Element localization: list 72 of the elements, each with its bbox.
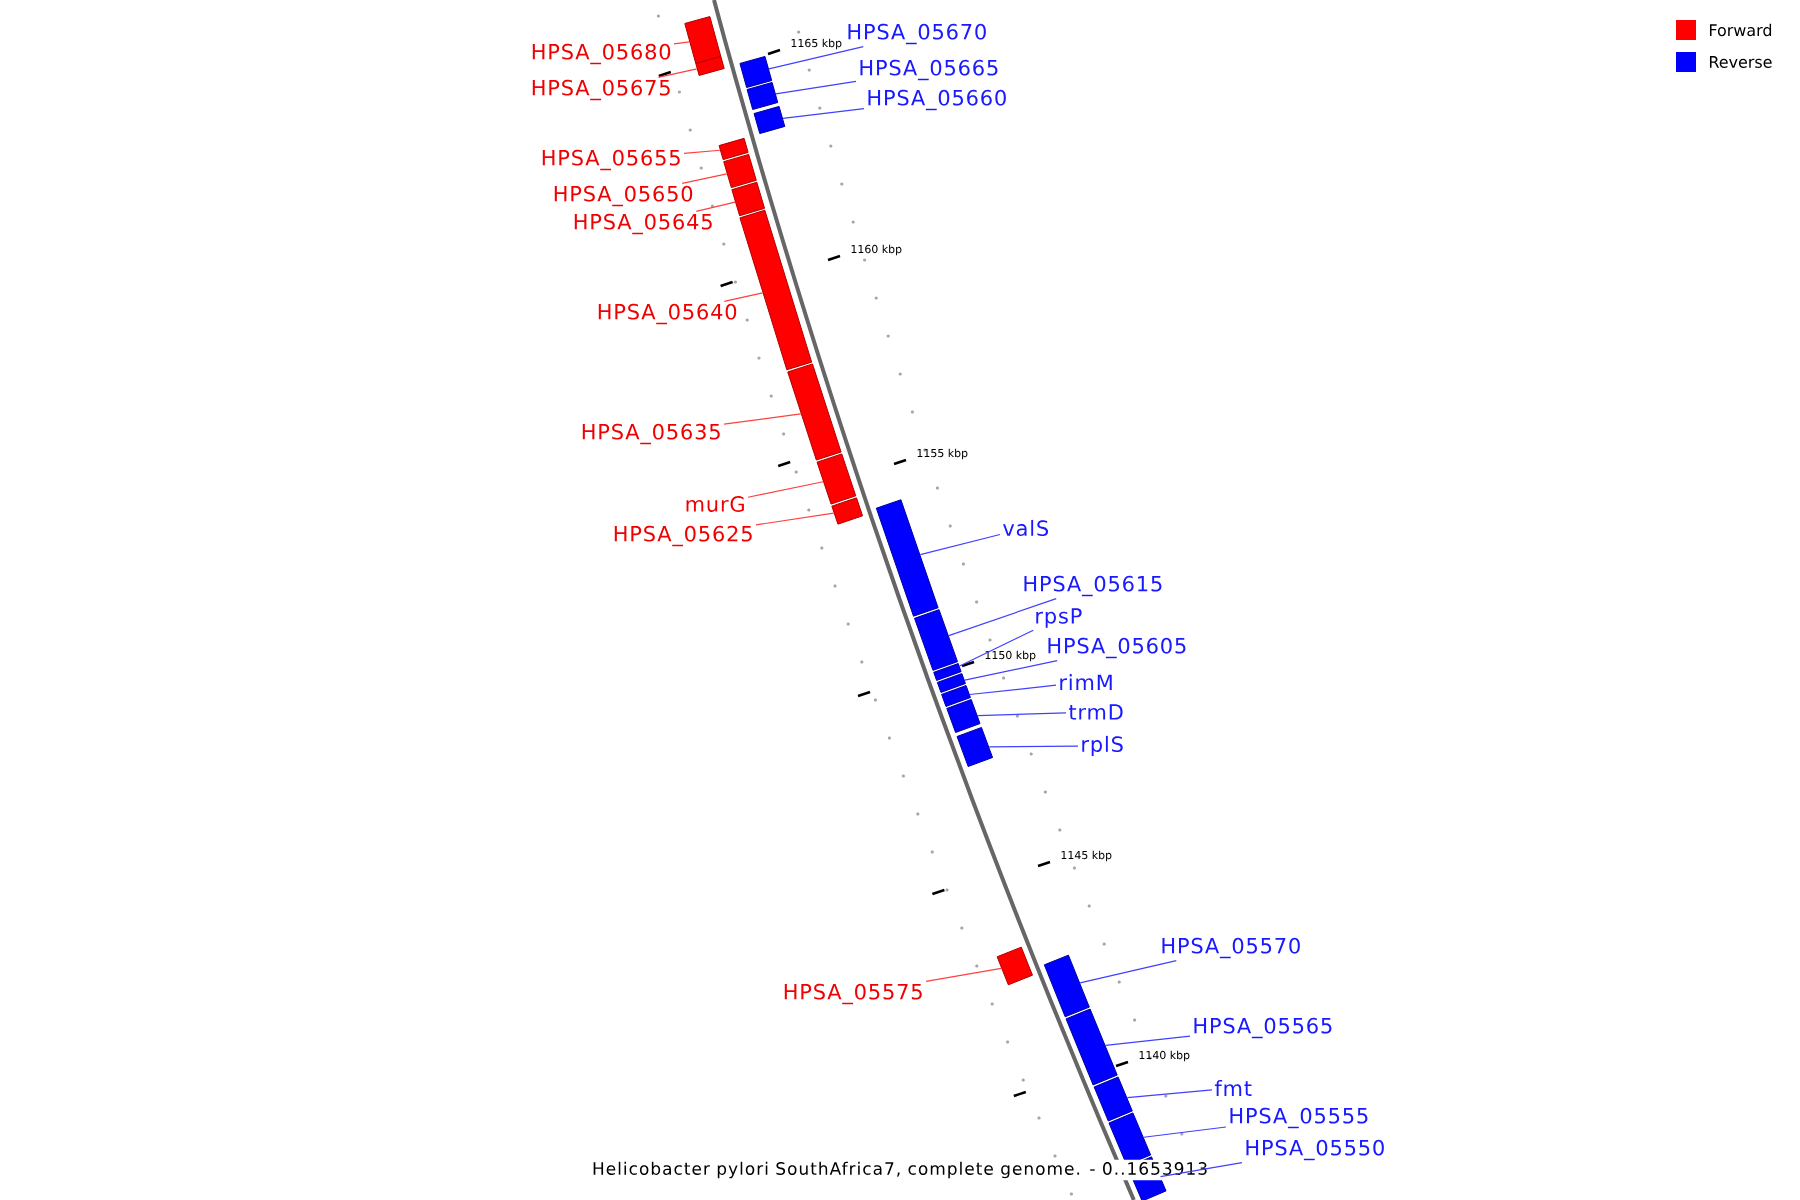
gene-label: HPSA_05680	[532, 43, 671, 65]
leader-line	[755, 512, 835, 526]
gene-bar	[718, 137, 749, 161]
leader-line	[673, 41, 690, 45]
leader-line	[969, 684, 1057, 696]
gene-label: HPSA_05570	[1162, 937, 1300, 959]
caption: Helicobacter pylori SouthAfrica7, complete genome. - 0..1653913	[590, 1159, 1210, 1181]
leader-line	[964, 660, 1058, 681]
gene-label: HPSA_05550	[1246, 1139, 1384, 1161]
gene-bar	[956, 727, 994, 767]
leader-line	[695, 201, 736, 212]
gene-label: trmD	[1068, 704, 1123, 720]
gene-label: valS	[1003, 519, 1049, 537]
gene-bar	[695, 56, 725, 76]
gene-label: HPSA_05665	[860, 59, 998, 81]
gene-bar	[933, 663, 962, 681]
leader-line	[959, 629, 1034, 667]
leader-line	[681, 173, 728, 184]
leader-line	[919, 533, 1001, 556]
gene-label: HPSA_05575	[784, 983, 922, 1005]
leader-line	[1126, 1089, 1213, 1099]
gene-bar	[1108, 1112, 1152, 1166]
gene-label: HPSA_05640	[598, 303, 737, 325]
leader-line	[683, 149, 721, 155]
gene-bar	[941, 685, 971, 707]
gene-label: HPSA_05605	[1048, 637, 1186, 659]
leader-line	[988, 745, 1079, 748]
leader-line	[1079, 960, 1177, 984]
gene-label: HPSA_05655	[542, 149, 680, 171]
leader-line	[1143, 1126, 1227, 1138]
leader-line	[768, 46, 864, 70]
leader-line	[747, 481, 824, 498]
gene-label: HPSA_05650	[554, 185, 693, 207]
gene-bar	[723, 153, 757, 189]
leader-line	[657, 68, 698, 78]
gene-bar	[739, 209, 813, 371]
gene-label: murG	[686, 496, 744, 512]
gene-label: HPSA_05555	[1230, 1107, 1368, 1129]
leader-line	[1104, 1035, 1191, 1047]
gene-bar	[946, 699, 981, 733]
gene-label: rpsP	[1036, 608, 1082, 628]
leader-line	[723, 292, 764, 302]
leader-line	[1159, 1161, 1243, 1178]
gene-label: HPSA_05625	[614, 525, 752, 547]
gene-bar	[746, 81, 779, 111]
leader-line	[977, 712, 1067, 717]
gene-label: rimM	[1060, 674, 1112, 690]
gene-bar	[753, 105, 786, 135]
leader-line	[925, 967, 1002, 982]
gene-label: HPSA_05670	[848, 23, 986, 45]
leader-line	[775, 80, 857, 95]
gene-bar	[1065, 1008, 1118, 1086]
gene-bar	[936, 673, 966, 693]
gene-bar	[787, 363, 842, 461]
gene-label: fmt	[1214, 1080, 1252, 1096]
leader-line	[723, 413, 802, 425]
gene-bar	[875, 499, 939, 617]
gene-bar	[831, 497, 864, 525]
gene-bar	[1093, 1076, 1133, 1122]
leader-line	[782, 108, 865, 119]
gene-label: HPSA_05565	[1194, 1017, 1332, 1039]
gene-bar	[731, 181, 766, 217]
gene-label: HPSA_05635	[582, 423, 720, 445]
gene-label: HPSA_05660	[868, 89, 1006, 111]
gene-bar	[739, 55, 773, 89]
gene-label: HPSA_05675	[532, 79, 670, 101]
gene-label: rplS	[1082, 735, 1123, 757]
gene-label: HPSA_05615	[1024, 575, 1162, 597]
leader-line	[948, 598, 1057, 637]
gene-bar	[1043, 954, 1090, 1018]
gene-label: HPSA_05645	[574, 213, 712, 235]
gene-bar	[996, 946, 1033, 986]
